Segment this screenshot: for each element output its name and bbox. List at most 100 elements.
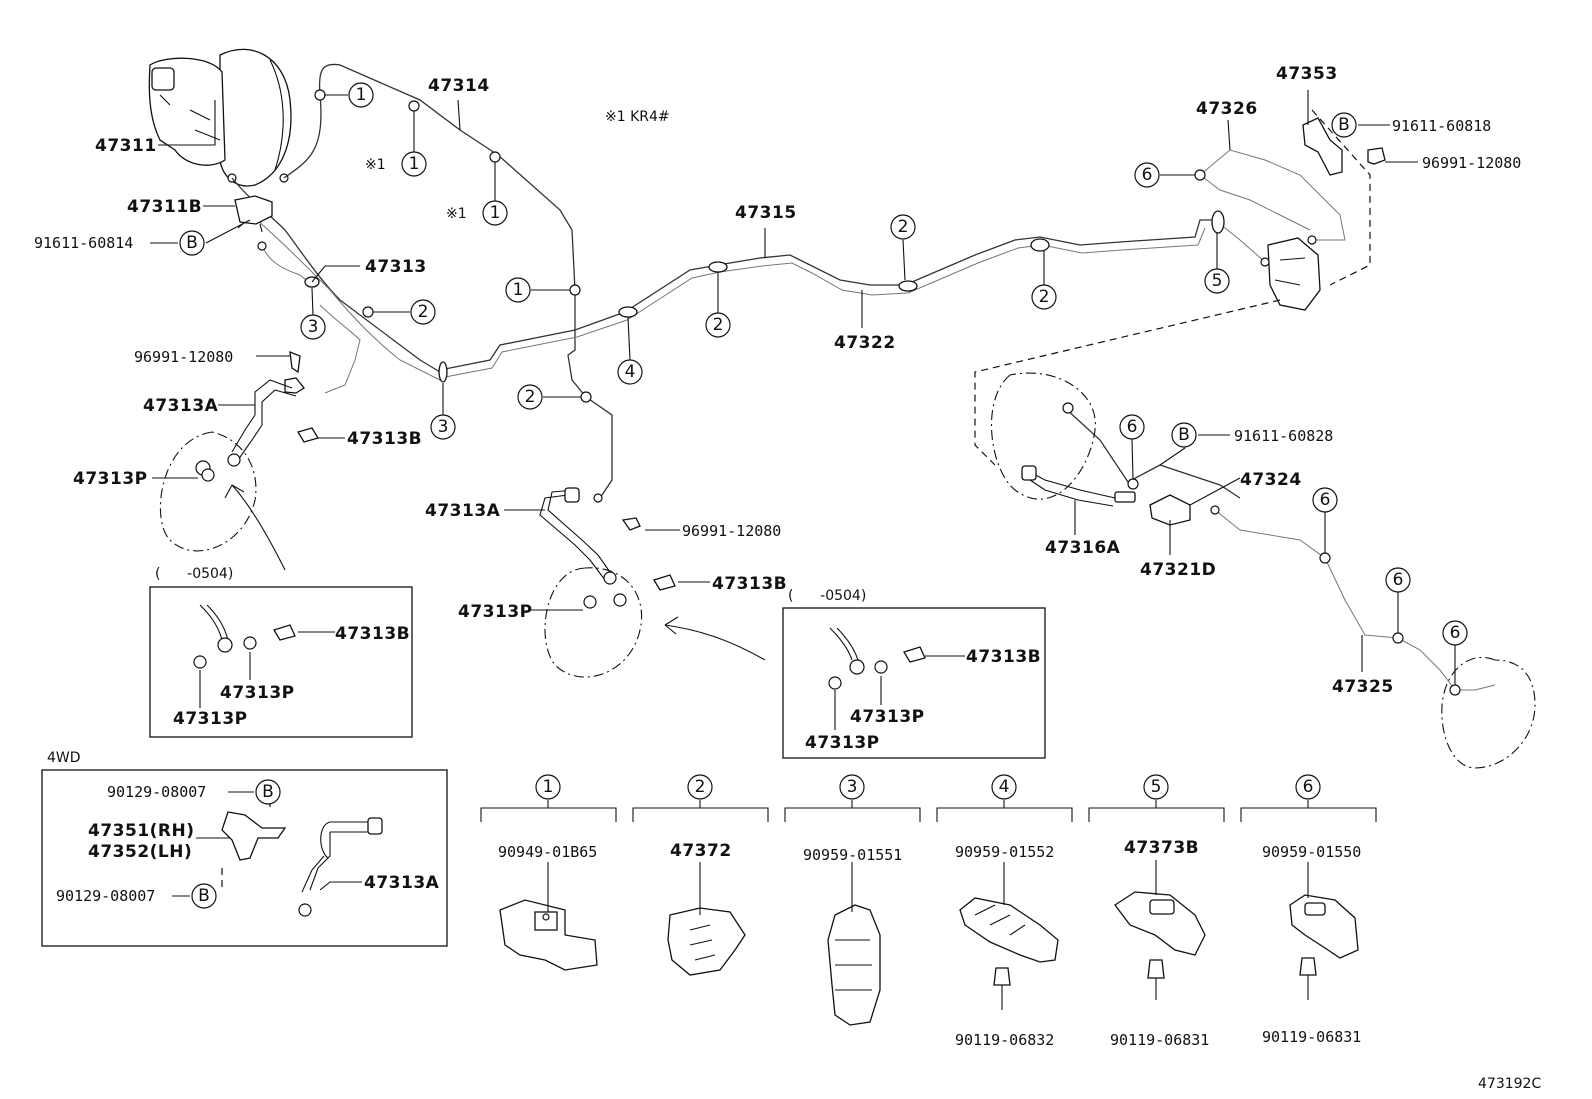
callout-circle-b: B [179, 230, 205, 256]
label-47321D: 47321D [1140, 560, 1216, 580]
label-47313P-inset-right-b: 47313P [805, 733, 880, 753]
inset-box-4wd [41, 769, 448, 947]
label-47326: 47326 [1196, 99, 1258, 119]
svg-text:1: 1 [513, 280, 524, 300]
rear-left-assembly [990, 372, 1536, 769]
label-47313B-inset-left: 47313B [335, 624, 410, 644]
inset-box-right [782, 607, 1046, 759]
svg-text:B: B [1338, 115, 1350, 135]
label-47353: 47353 [1276, 64, 1338, 84]
callout-circle: 5 [1204, 233, 1230, 294]
clip-brackets [480, 800, 1377, 822]
brake-booster [148, 48, 292, 187]
callout-circle-b: B [1171, 422, 1197, 448]
section-circle-6: 6 [1295, 774, 1321, 800]
label-47313P-a: 47313P [73, 469, 148, 489]
callout-circle: 6 [1385, 567, 1411, 633]
label-47314: 47314 [428, 76, 490, 96]
label-90119-06831-b: 90119-06831 [1262, 1028, 1361, 1046]
label-47313B-a: 47313B [347, 429, 422, 449]
label-91611-60814: 91611-60814 [34, 234, 133, 252]
label-47373B: 47373B [1124, 838, 1199, 858]
callout-circle: 6 [1134, 162, 1195, 188]
svg-text:6: 6 [1142, 165, 1153, 185]
label-47311B: 47311B [127, 197, 202, 217]
callout-circle: 3 [300, 287, 326, 340]
svg-text:B: B [262, 782, 274, 802]
svg-text:6: 6 [1320, 490, 1331, 510]
svg-text:B: B [186, 233, 198, 253]
callout-circle: 1 [401, 111, 427, 177]
callout-circle: 1 [482, 162, 508, 226]
label-91611-60828: 91611-60828 [1234, 427, 1333, 445]
callout-circle: 6 [1119, 414, 1145, 480]
clip-drawings [499, 891, 1359, 1026]
callout-circle: 2 [890, 214, 916, 281]
label-90119-06832: 90119-06832 [955, 1031, 1054, 1049]
section-circle-2: 2 [687, 774, 713, 800]
label-47313P-inset-right-a: 47313P [850, 707, 925, 727]
label-47352: 47352(LH) [88, 842, 192, 862]
svg-text:3: 3 [438, 417, 449, 437]
brake-pipes [231, 63, 1496, 691]
callout-circle: 2 [1031, 251, 1057, 310]
label-47313A-a: 47313A [143, 396, 219, 416]
inset-date-left: ( -0504) [155, 566, 233, 582]
rear-right-bracket [974, 109, 1386, 466]
label-47313P-inset-left-a: 47313P [220, 683, 295, 703]
callout-circle: 1 [324, 82, 374, 108]
label-47313P-inset-left-b: 47313P [173, 709, 248, 729]
label-90129-08007-b: 90129-08007 [56, 887, 155, 905]
callout-circle: 2 [373, 299, 436, 325]
note-mark-1: ※1 [365, 157, 386, 173]
label-90129-08007-a: 90129-08007 [107, 783, 206, 801]
section-circle-5: 5 [1143, 774, 1169, 800]
callout-circle-b: B [191, 883, 217, 909]
svg-text:2: 2 [713, 315, 724, 335]
label-96991-12080-c: 96991-12080 [682, 522, 781, 540]
section-circle-1: 1 [535, 774, 561, 800]
svg-text:6: 6 [1393, 570, 1404, 590]
svg-text:2: 2 [898, 217, 909, 237]
svg-text:2: 2 [1039, 287, 1050, 307]
leader-lines [150, 90, 1418, 915]
svg-text:1: 1 [543, 777, 554, 797]
label-90949-01B65: 90949-01B65 [498, 843, 597, 861]
svg-text:5: 5 [1212, 271, 1223, 291]
pipe-clamps [304, 210, 1225, 383]
inset-date-right: ( -0504) [788, 588, 866, 604]
label-47313A-4wd: 47313A [364, 873, 440, 893]
label-47315: 47315 [735, 203, 797, 223]
callout-circle-b: B [255, 779, 281, 805]
label-47316A: 47316A [1045, 538, 1121, 558]
label-90959-01551: 90959-01551 [803, 846, 902, 864]
svg-text:2: 2 [418, 302, 429, 322]
label-47313B-b: 47313B [712, 574, 787, 594]
callout-circle: 4 [617, 316, 643, 385]
svg-text:6: 6 [1450, 623, 1461, 643]
svg-text:3: 3 [308, 317, 319, 337]
callout-circle: 6 [1442, 620, 1468, 685]
diagram-id: 473192C [1478, 1076, 1541, 1092]
section-circle-4: 4 [991, 774, 1017, 800]
svg-text:4: 4 [999, 777, 1010, 797]
svg-text:B: B [198, 886, 210, 906]
proportioning-valve-47311B [234, 195, 273, 251]
circled-callouts: 1 1 1 1 2 2 2 2 2 3 3 4 5 6 6 6 6 6 B B … [179, 82, 1468, 909]
svg-text:2: 2 [695, 777, 706, 797]
label-47313P-b: 47313P [458, 602, 533, 622]
label-96991-12080-a: 96991-12080 [134, 348, 233, 366]
label-47313: 47313 [365, 257, 427, 277]
label-4wd: 4WD [47, 750, 81, 766]
label-47351: 47351(RH) [88, 821, 195, 841]
svg-text:4: 4 [625, 362, 636, 382]
svg-text:B: B [1178, 425, 1190, 445]
label-47311: 47311 [95, 136, 157, 156]
svg-text:5: 5 [1151, 777, 1162, 797]
label-90959-01550: 90959-01550 [1262, 843, 1361, 861]
callout-circle: 6 [1312, 487, 1338, 553]
svg-text:2: 2 [525, 387, 536, 407]
label-96991-12080-b: 96991-12080 [1422, 154, 1521, 172]
label-47322: 47322 [834, 333, 896, 353]
